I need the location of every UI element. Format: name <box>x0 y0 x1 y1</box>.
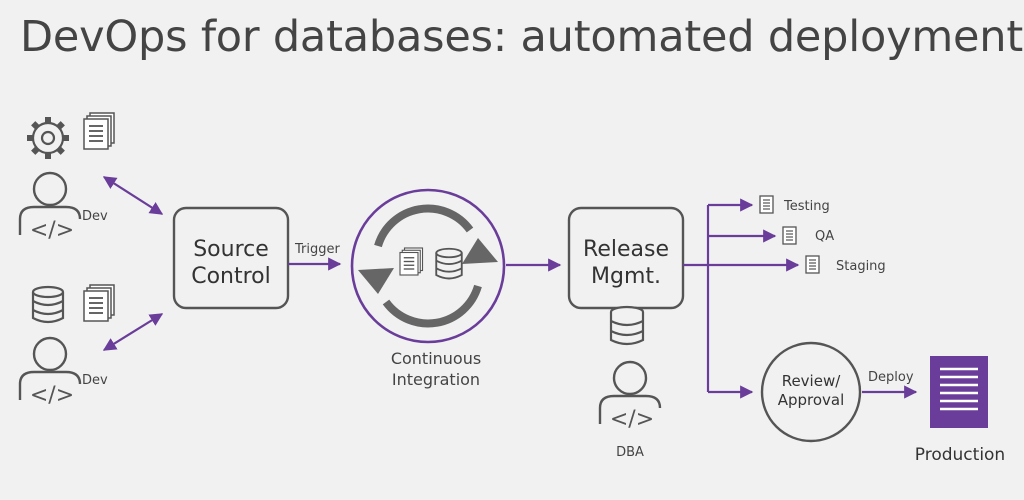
env-testing-label: Testing <box>783 199 830 214</box>
deploy-label: Deploy <box>868 370 914 385</box>
dev-bottom-label: Dev <box>82 373 108 388</box>
production-label: Production <box>915 445 1005 465</box>
env-staging-label: Staging <box>836 259 886 274</box>
release-branch-lines <box>683 205 710 392</box>
document-stack-icon <box>399 247 424 276</box>
review-approval-circle <box>760 341 862 443</box>
person-code-icon <box>598 360 662 434</box>
dba-label: DBA <box>616 445 644 460</box>
trigger-label: Trigger <box>294 242 340 257</box>
document-stack-icon <box>83 284 115 322</box>
document-icon <box>782 226 797 245</box>
person-code-icon <box>18 171 82 245</box>
person-code-icon <box>18 336 82 410</box>
continuous-integration-circle <box>350 188 506 344</box>
production-document-icon <box>930 356 988 428</box>
slide-title: DevOps for databases: automated deployme… <box>20 12 1024 62</box>
dev-bottom-to-source-arrow <box>102 313 164 351</box>
document-icon <box>805 255 820 274</box>
database-icon <box>609 305 645 346</box>
env-qa-label: QA <box>815 229 834 244</box>
document-icon <box>759 195 774 214</box>
review-approval-label: Review/Approval <box>778 372 845 409</box>
document-stack-icon <box>83 112 115 150</box>
database-icon <box>31 285 65 324</box>
gear-icon <box>27 117 69 159</box>
sync-arrows-icon <box>358 204 498 328</box>
source-control-box <box>172 206 290 310</box>
dev-top-label: Dev <box>82 209 108 224</box>
dev-top-to-source-arrow <box>102 176 164 215</box>
